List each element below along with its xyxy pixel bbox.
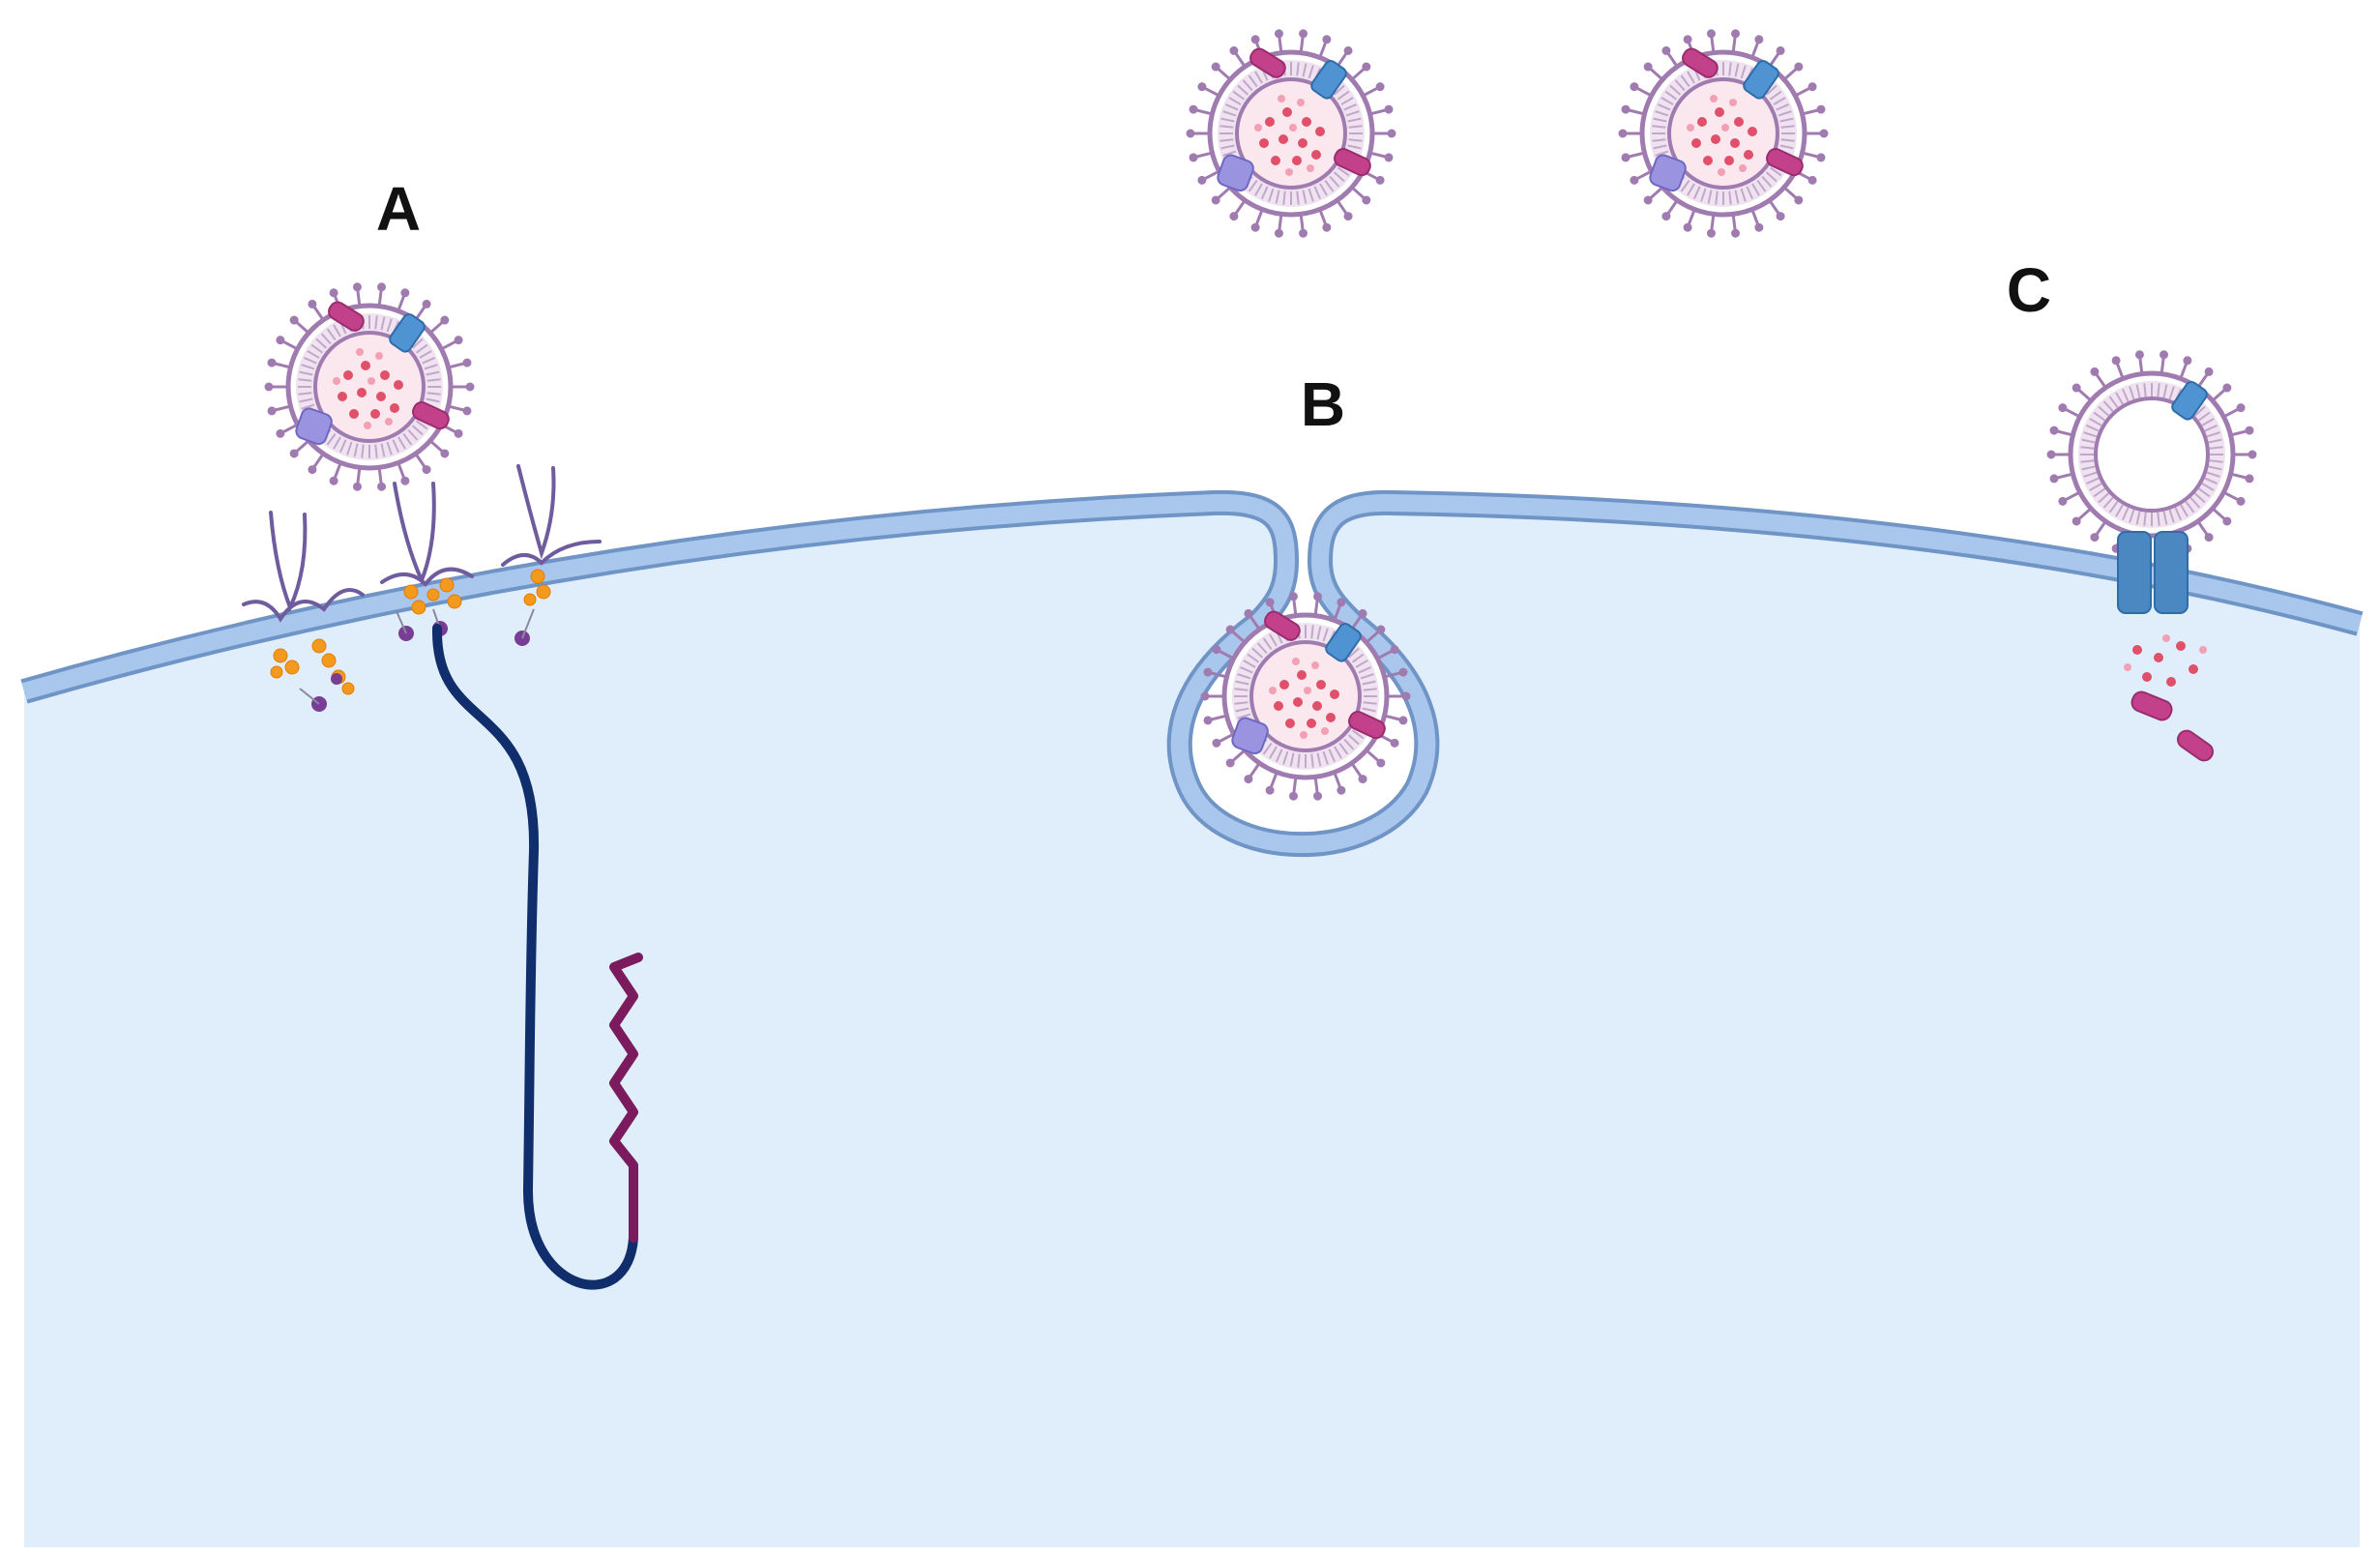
extracellular-vesicle-icon: [1620, 31, 1827, 236]
panel-label-b: B: [1301, 369, 1345, 439]
mrna-strand-icon: [431, 624, 638, 1290]
extracellular-vesicle-icon: [2048, 352, 2255, 557]
released-cargo: [2124, 634, 2215, 762]
rna-tail: [609, 953, 643, 1243]
extracellular-vesicle-icon: [266, 284, 473, 489]
glycan-cluster: [270, 569, 551, 712]
cell-cytoplasm: [24, 502, 2360, 1548]
panel-label-c: C: [2007, 255, 2051, 325]
fusion-pore-icon: [2117, 531, 2189, 614]
extracellular-vesicle-icon: [1188, 31, 1395, 236]
receptor-icon: [242, 464, 602, 623]
panel-label-a: A: [376, 174, 421, 244]
